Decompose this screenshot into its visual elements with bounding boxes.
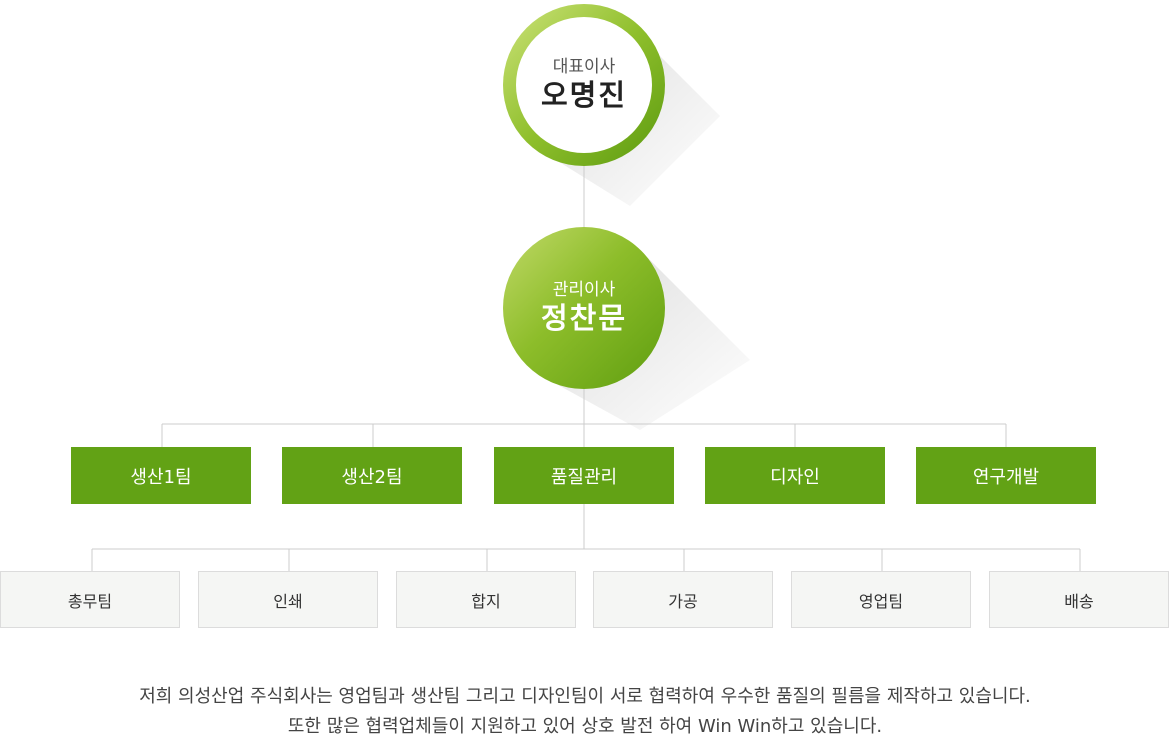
team-printing: 인쇄 bbox=[198, 571, 378, 628]
team-delivery: 배송 bbox=[989, 571, 1169, 628]
dept-production-1: 생산1팀 bbox=[71, 447, 251, 504]
company-description: 저희 의성산업 주식회사는 영업팀과 생산팀 그리고 디자인팀이 서로 협력하여… bbox=[0, 682, 1170, 742]
dept-production-2: 생산2팀 bbox=[282, 447, 462, 504]
team-processing: 가공 bbox=[593, 571, 773, 628]
dept-quality: 품질관리 bbox=[494, 447, 674, 504]
dept-design: 디자인 bbox=[705, 447, 885, 504]
dept-research: 연구개발 bbox=[916, 447, 1096, 504]
description-line-1: 저희 의성산업 주식회사는 영업팀과 생산팀 그리고 디자인팀이 서로 협력하여… bbox=[139, 686, 1031, 707]
ceo-name: 오명진 bbox=[540, 78, 628, 112]
manager-name: 정찬문 bbox=[540, 301, 628, 335]
team-laminating: 합지 bbox=[396, 571, 576, 628]
team-sales: 영업팀 bbox=[791, 571, 971, 628]
ceo-role: 대표이사 bbox=[552, 57, 616, 77]
manager-role: 관리이사 bbox=[552, 280, 616, 300]
description-line-2: 또한 많은 협력업체들이 지원하고 있어 상호 발전 하여 Win Win하고 … bbox=[287, 716, 883, 737]
manager-node: 관리이사 정찬문 bbox=[503, 227, 665, 389]
team-general-affairs: 총무팀 bbox=[0, 571, 180, 628]
ceo-node: 대표이사 오명진 bbox=[516, 17, 652, 153]
